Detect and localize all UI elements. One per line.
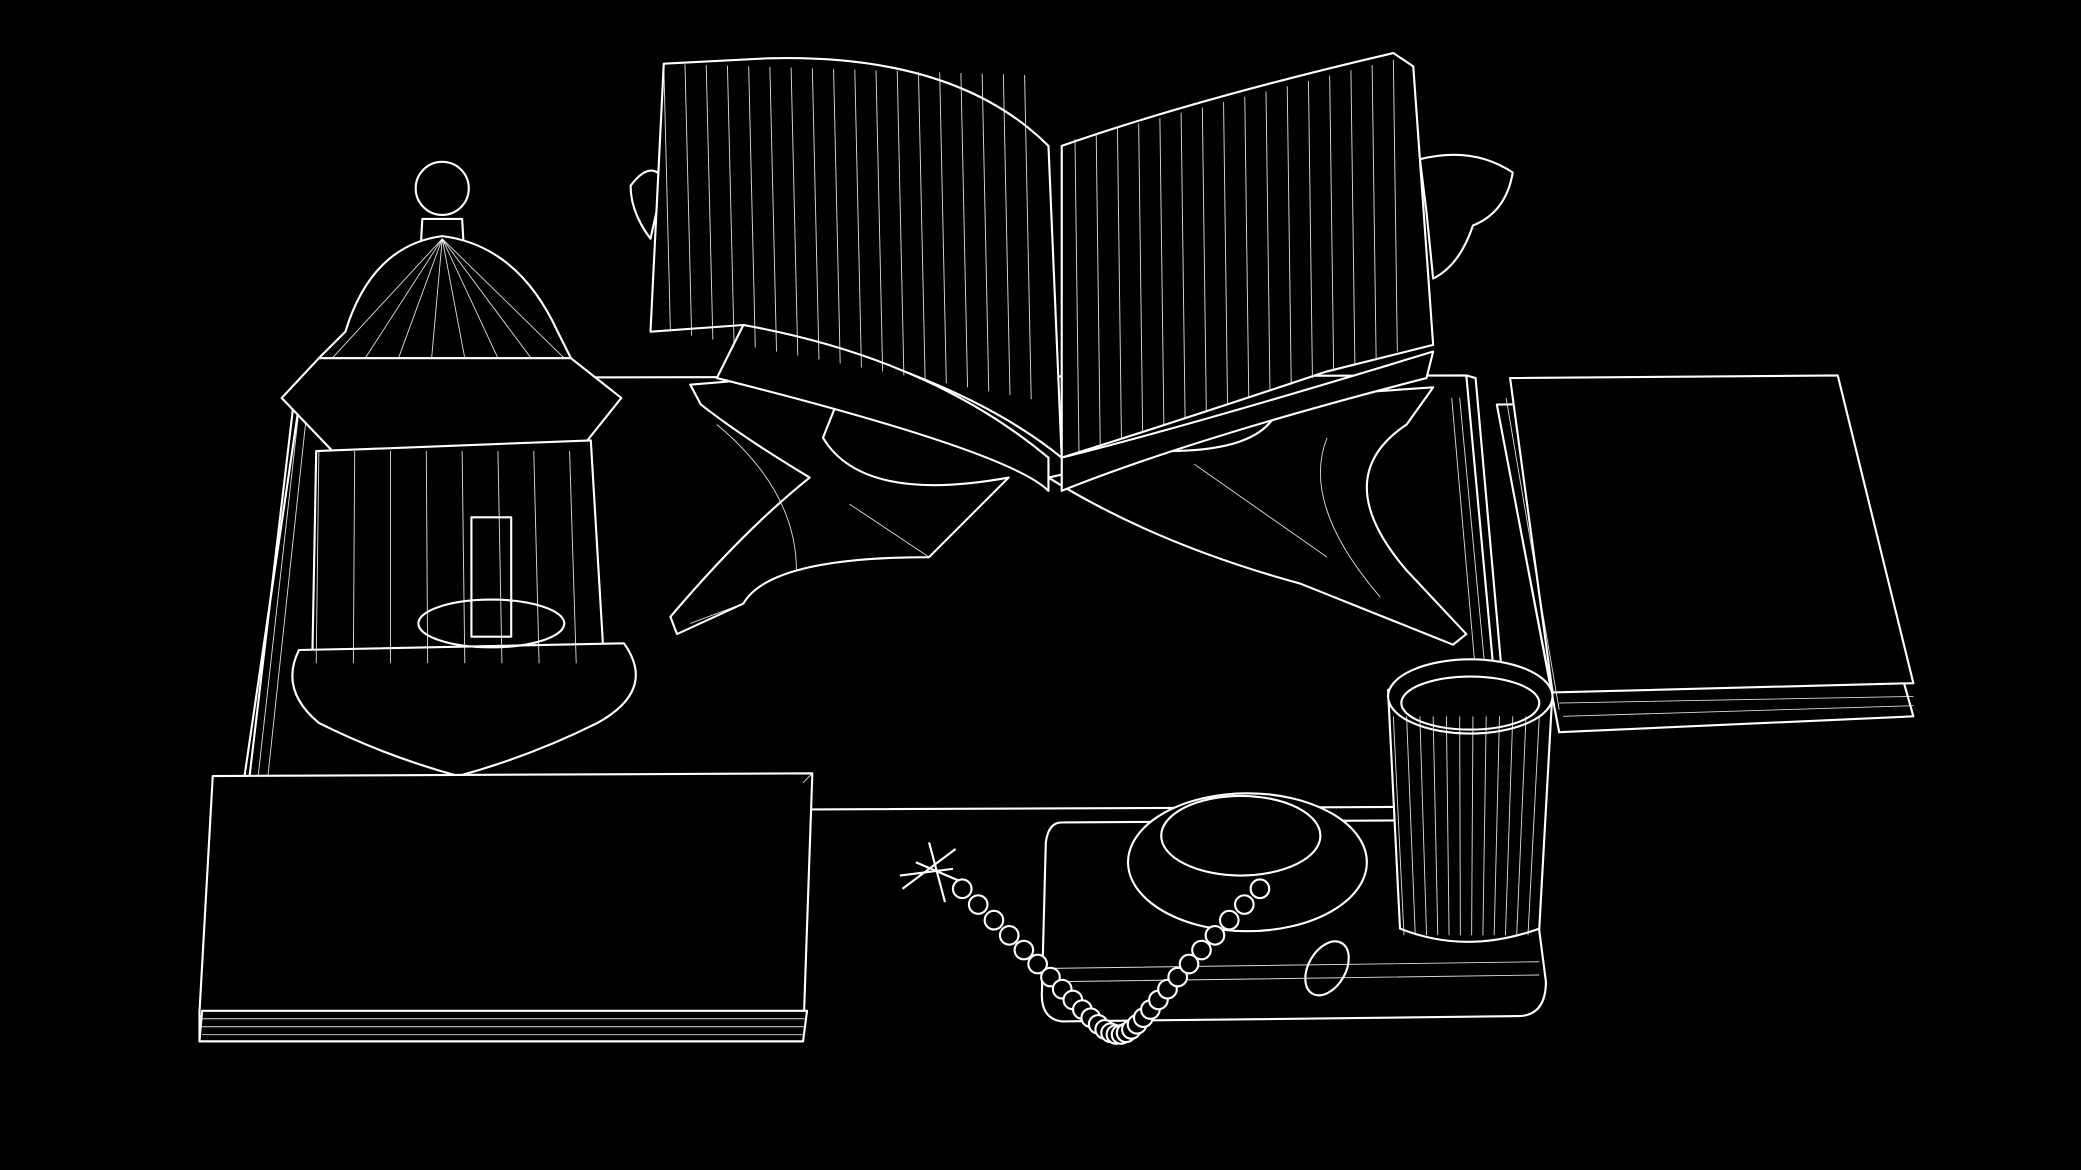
mesh-line <box>441 238 532 359</box>
mesh-line <box>1116 128 1122 438</box>
mesh-line <box>1392 716 1405 936</box>
mesh-line <box>1074 139 1080 452</box>
mesh-line <box>352 451 356 664</box>
bead <box>983 909 1005 931</box>
mesh-line <box>441 238 466 359</box>
mesh-line <box>1471 716 1474 936</box>
mesh-line <box>1286 86 1292 385</box>
bead <box>967 894 989 915</box>
bead <box>1218 909 1240 931</box>
mesh-line <box>331 238 443 359</box>
mesh-line <box>1419 716 1427 936</box>
bead <box>1027 953 1048 975</box>
bead <box>1204 925 1226 946</box>
bead <box>998 925 1020 946</box>
book-stack-right <box>1495 374 1915 734</box>
lantern <box>280 160 637 778</box>
bead <box>1233 894 1255 915</box>
mesh-line <box>1002 74 1011 396</box>
bead <box>1191 939 1212 961</box>
bead <box>1178 953 1200 975</box>
bead <box>951 878 973 900</box>
mesh-line <box>705 64 714 340</box>
mesh-line <box>811 68 820 360</box>
mesh-line <box>1244 96 1250 398</box>
mesh-line <box>833 68 841 364</box>
cup <box>1386 658 1554 943</box>
mesh-line <box>1482 716 1487 936</box>
dates-bowl <box>1126 792 1368 997</box>
book-bottom-left <box>198 772 814 1043</box>
mesh-line <box>748 66 756 348</box>
mesh-line <box>1138 123 1144 432</box>
page-lines <box>663 59 1398 452</box>
mesh-line <box>1493 716 1500 936</box>
rehal-stand <box>629 153 1514 646</box>
mesh-line <box>398 238 443 359</box>
mesh-line <box>663 63 671 332</box>
prayer-beads <box>899 842 1271 1045</box>
mesh-line <box>431 238 443 359</box>
mesh-line <box>1406 716 1416 936</box>
mesh-line <box>441 238 499 359</box>
mesh-line <box>1329 75 1335 372</box>
bead <box>1013 939 1035 961</box>
mesh-line <box>726 65 735 344</box>
mesh-line <box>1095 133 1101 445</box>
mesh-line <box>939 72 947 384</box>
open-quran-book <box>649 52 1435 492</box>
mesh-line <box>1180 112 1186 418</box>
lantern-mesh <box>315 238 577 664</box>
bead <box>1167 966 1189 988</box>
mesh-line <box>533 451 540 664</box>
mesh-line <box>1459 716 1461 936</box>
mesh-line <box>1350 70 1356 365</box>
mesh-line <box>1445 716 1450 936</box>
mesh-line <box>854 69 862 368</box>
mesh-line <box>315 451 320 664</box>
mesh-line <box>1504 716 1514 936</box>
mesh-line <box>981 73 990 392</box>
mesh-line <box>364 238 443 359</box>
mesh-line <box>461 451 466 664</box>
mesh-line <box>1223 102 1229 405</box>
mesh-line <box>1265 91 1271 392</box>
mesh-line <box>960 72 969 388</box>
mesh-line <box>1307 80 1313 379</box>
mesh-line <box>684 64 693 336</box>
mesh-line <box>1024 74 1032 400</box>
mesh-line <box>1159 118 1165 425</box>
mesh-line <box>441 238 565 359</box>
mesh-line <box>569 451 577 664</box>
mesh-line <box>875 70 884 372</box>
mesh-line <box>917 71 926 380</box>
mesh-line <box>425 451 429 664</box>
mesh-line <box>769 66 777 352</box>
mesh-line <box>790 67 799 356</box>
mesh-line <box>1516 716 1527 936</box>
bead <box>1249 878 1271 900</box>
mesh-line <box>1392 59 1398 352</box>
mesh-line <box>896 70 905 376</box>
mesh-line <box>497 451 503 664</box>
mesh-line <box>1527 716 1540 936</box>
mesh-line <box>1201 107 1207 412</box>
cup-mesh <box>1392 716 1540 936</box>
mesh-line <box>1432 716 1439 936</box>
mesh-line <box>1371 64 1377 359</box>
